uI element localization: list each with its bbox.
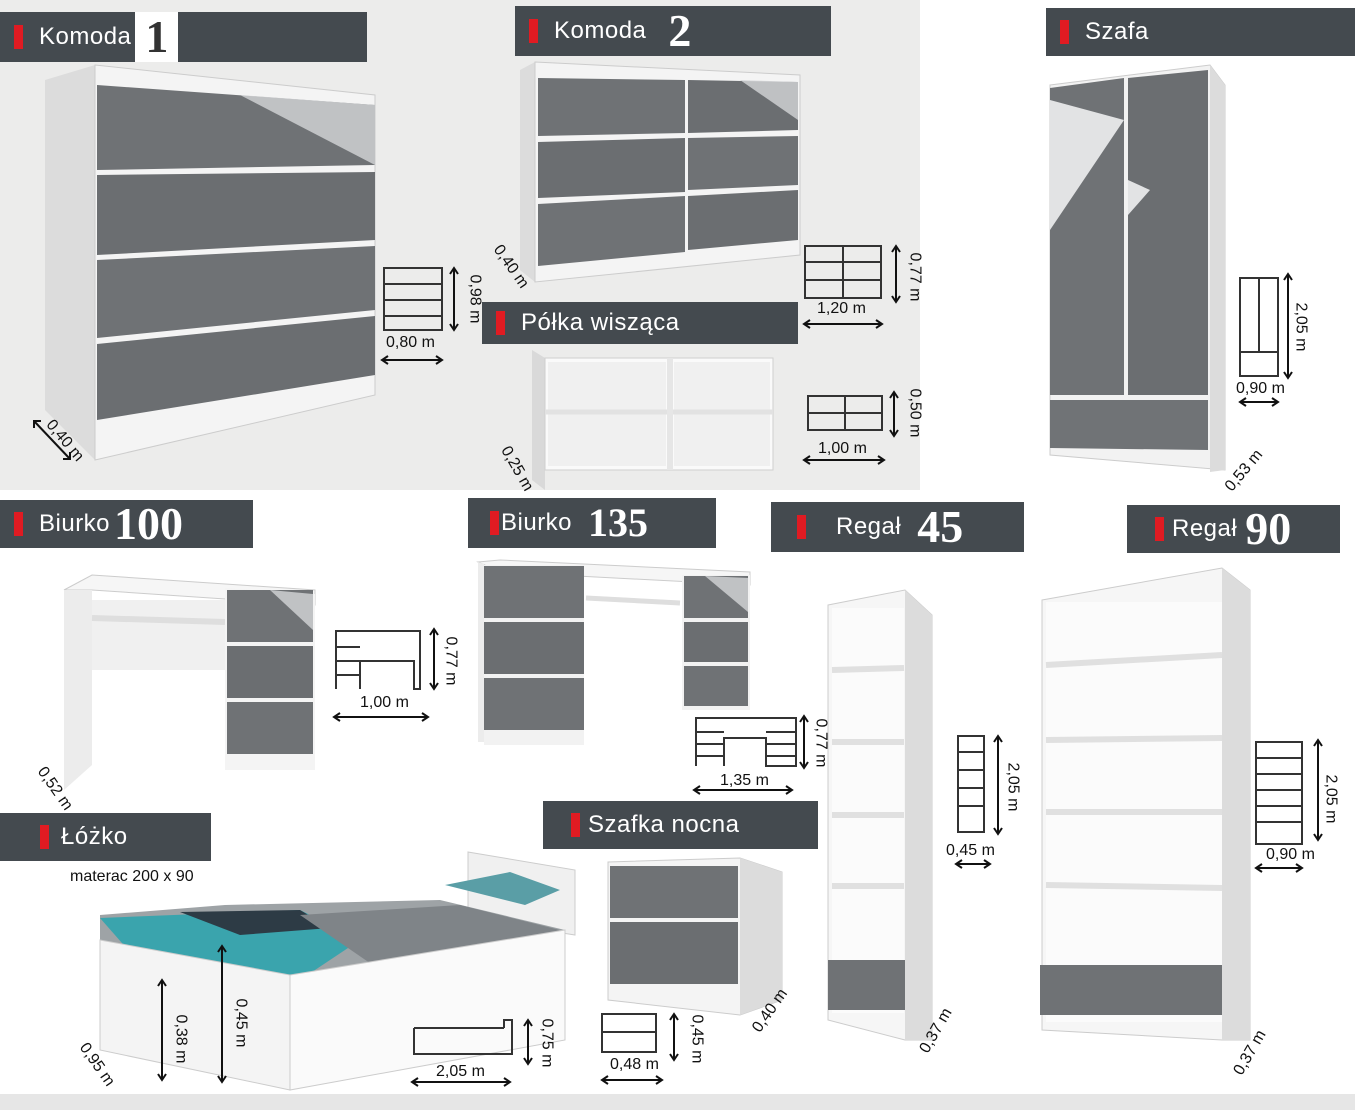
komoda-1-depth-arrow <box>33 420 71 460</box>
regal-45-diagram <box>954 734 1003 869</box>
lozko-height-arrows <box>157 944 227 1084</box>
red-marker-icon <box>1155 517 1164 541</box>
lozko-title: Łóżko <box>0 813 211 861</box>
komoda-1-width: 0,80 m <box>386 334 435 351</box>
biurko-135-diagram <box>692 714 809 795</box>
komoda-2-illustration <box>520 61 801 283</box>
regal-90-title: Regał 90 <box>1127 505 1340 553</box>
biurko-135-title: Biurko 135 <box>468 498 716 548</box>
komoda-2-width: 1,20 m <box>817 300 866 317</box>
biurko-135-width: 1,35 m <box>720 772 769 789</box>
red-marker-icon <box>496 311 505 335</box>
regal-90-illustration <box>1040 567 1251 1041</box>
biurko-100-width: 1,00 m <box>360 694 409 711</box>
regal-90-diagram <box>1254 738 1323 873</box>
szafa-diagram <box>1238 272 1293 407</box>
polka-width: 1,00 m <box>818 440 867 457</box>
szafka-illustration <box>607 857 783 1016</box>
polka-illustration <box>532 350 774 490</box>
lozko-diagram <box>410 1018 533 1087</box>
red-marker-icon <box>14 25 23 49</box>
biurko-135-illustration <box>476 559 751 745</box>
biurko-100-title: Biurko 100 <box>0 500 253 548</box>
szafa-title: Szafa <box>1046 8 1355 56</box>
szafa-width: 0,90 m <box>1236 380 1285 397</box>
biurko-100-illustration <box>63 574 316 790</box>
polka-title: Półka wisząca <box>482 302 798 344</box>
regal-45-title: Regał 45 <box>771 502 1024 552</box>
komoda-1-illustration <box>45 64 376 461</box>
szafka-height: 0,45 m <box>688 1014 706 1064</box>
regal-45-illustration <box>827 589 933 1041</box>
regal-90-width: 0,90 m <box>1266 846 1315 863</box>
red-marker-icon <box>797 515 806 539</box>
szafa-illustration <box>1049 64 1226 472</box>
red-marker-icon <box>40 825 49 849</box>
lozko-width: 2,05 m <box>436 1063 485 1080</box>
szafa-height: 2,05 m <box>1292 302 1310 352</box>
biurko-100-diagram <box>332 627 439 722</box>
regal-45-width: 0,45 m <box>946 842 995 859</box>
lozko-frame-height: 0,38 m <box>172 1014 190 1064</box>
red-marker-icon <box>529 19 538 43</box>
red-marker-icon <box>490 511 499 535</box>
komoda-1-title: Komoda 1 <box>0 12 367 62</box>
lozko-illustration <box>99 851 576 1091</box>
szafka-title: Szafka nocna <box>543 801 818 849</box>
regal-90-height: 2,05 m <box>1322 774 1340 824</box>
bottom-strip <box>0 1094 1355 1110</box>
red-marker-icon <box>571 813 580 837</box>
lozko-height: 0,75 m <box>538 1018 556 1068</box>
szafka-diagram <box>600 1012 679 1085</box>
komoda-1-diagram <box>380 266 459 365</box>
komoda-2-title: Komoda 2 <box>515 6 831 56</box>
lozko-mattress-note: materac 200 x 90 <box>70 868 194 885</box>
komoda-2-diagram <box>802 244 901 329</box>
szafka-width: 0,48 m <box>610 1056 659 1073</box>
polka-diagram <box>802 390 899 465</box>
red-marker-icon <box>1060 20 1069 44</box>
red-marker-icon <box>14 512 23 536</box>
